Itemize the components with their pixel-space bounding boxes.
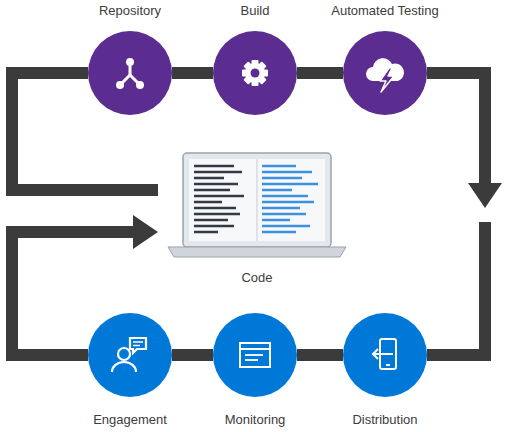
stage-circle-fill: [213, 313, 297, 397]
code-lines: [262, 166, 318, 232]
stage-circle: [88, 31, 172, 115]
stage-circle: [343, 31, 427, 115]
distribution-icon: [373, 339, 396, 369]
flow-connector: [297, 73, 343, 74]
stage-label: Build: [185, 3, 325, 19]
stage-label: Automated Testing: [315, 3, 455, 19]
engagement-icon: [112, 338, 146, 372]
stage-node: Distribution: [315, 310, 455, 432]
code-label: Code: [158, 270, 356, 286]
laptop-screen-frame: [183, 153, 331, 247]
arrow-head: [133, 215, 158, 249]
stage-circle-fill: [343, 313, 427, 397]
stage-circle-fill: [88, 313, 172, 397]
laptop-screen: [189, 159, 325, 241]
stage-circle-fill: [343, 31, 427, 115]
flow-connector: [172, 73, 213, 74]
stage-circle: [88, 313, 172, 397]
stage-circle: [343, 313, 427, 397]
code-node: Code: [158, 150, 356, 288]
stage-label: Engagement: [60, 412, 200, 428]
flow-line: [172, 67, 213, 79]
laptop-base: [168, 247, 346, 257]
stage-circle: [213, 31, 297, 115]
stage-node: Monitoring: [185, 310, 325, 432]
laptop-illustration: [168, 153, 346, 257]
stage-label: Distribution: [315, 412, 455, 428]
stage-circle: [213, 313, 297, 397]
stage-label: Monitoring: [185, 412, 325, 428]
flow-line: [172, 349, 213, 361]
flow-line: [297, 349, 343, 361]
gear-icon: [242, 60, 268, 86]
code-lines: [194, 166, 244, 232]
stage-node: Repository: [60, 0, 200, 118]
flow-connector: [427, 73, 502, 355]
screen-divider: [257, 159, 258, 241]
stage-label: Repository: [60, 3, 200, 19]
monitoring-icon: [240, 343, 270, 367]
arrow-head: [468, 183, 502, 208]
flow-connector: [297, 355, 343, 356]
stage-node: Build: [185, 0, 325, 118]
stage-circle-fill: [88, 31, 172, 115]
flow-line: [427, 73, 485, 355]
flow-line: [297, 67, 343, 79]
stage-circle-fill: [213, 31, 297, 115]
cloud-test-icon: [366, 58, 404, 92]
stage-node: Engagement: [60, 310, 200, 432]
flow-connector: [172, 355, 213, 356]
stage-node: Automated Testing: [315, 0, 455, 118]
repository-icon: [116, 58, 144, 89]
